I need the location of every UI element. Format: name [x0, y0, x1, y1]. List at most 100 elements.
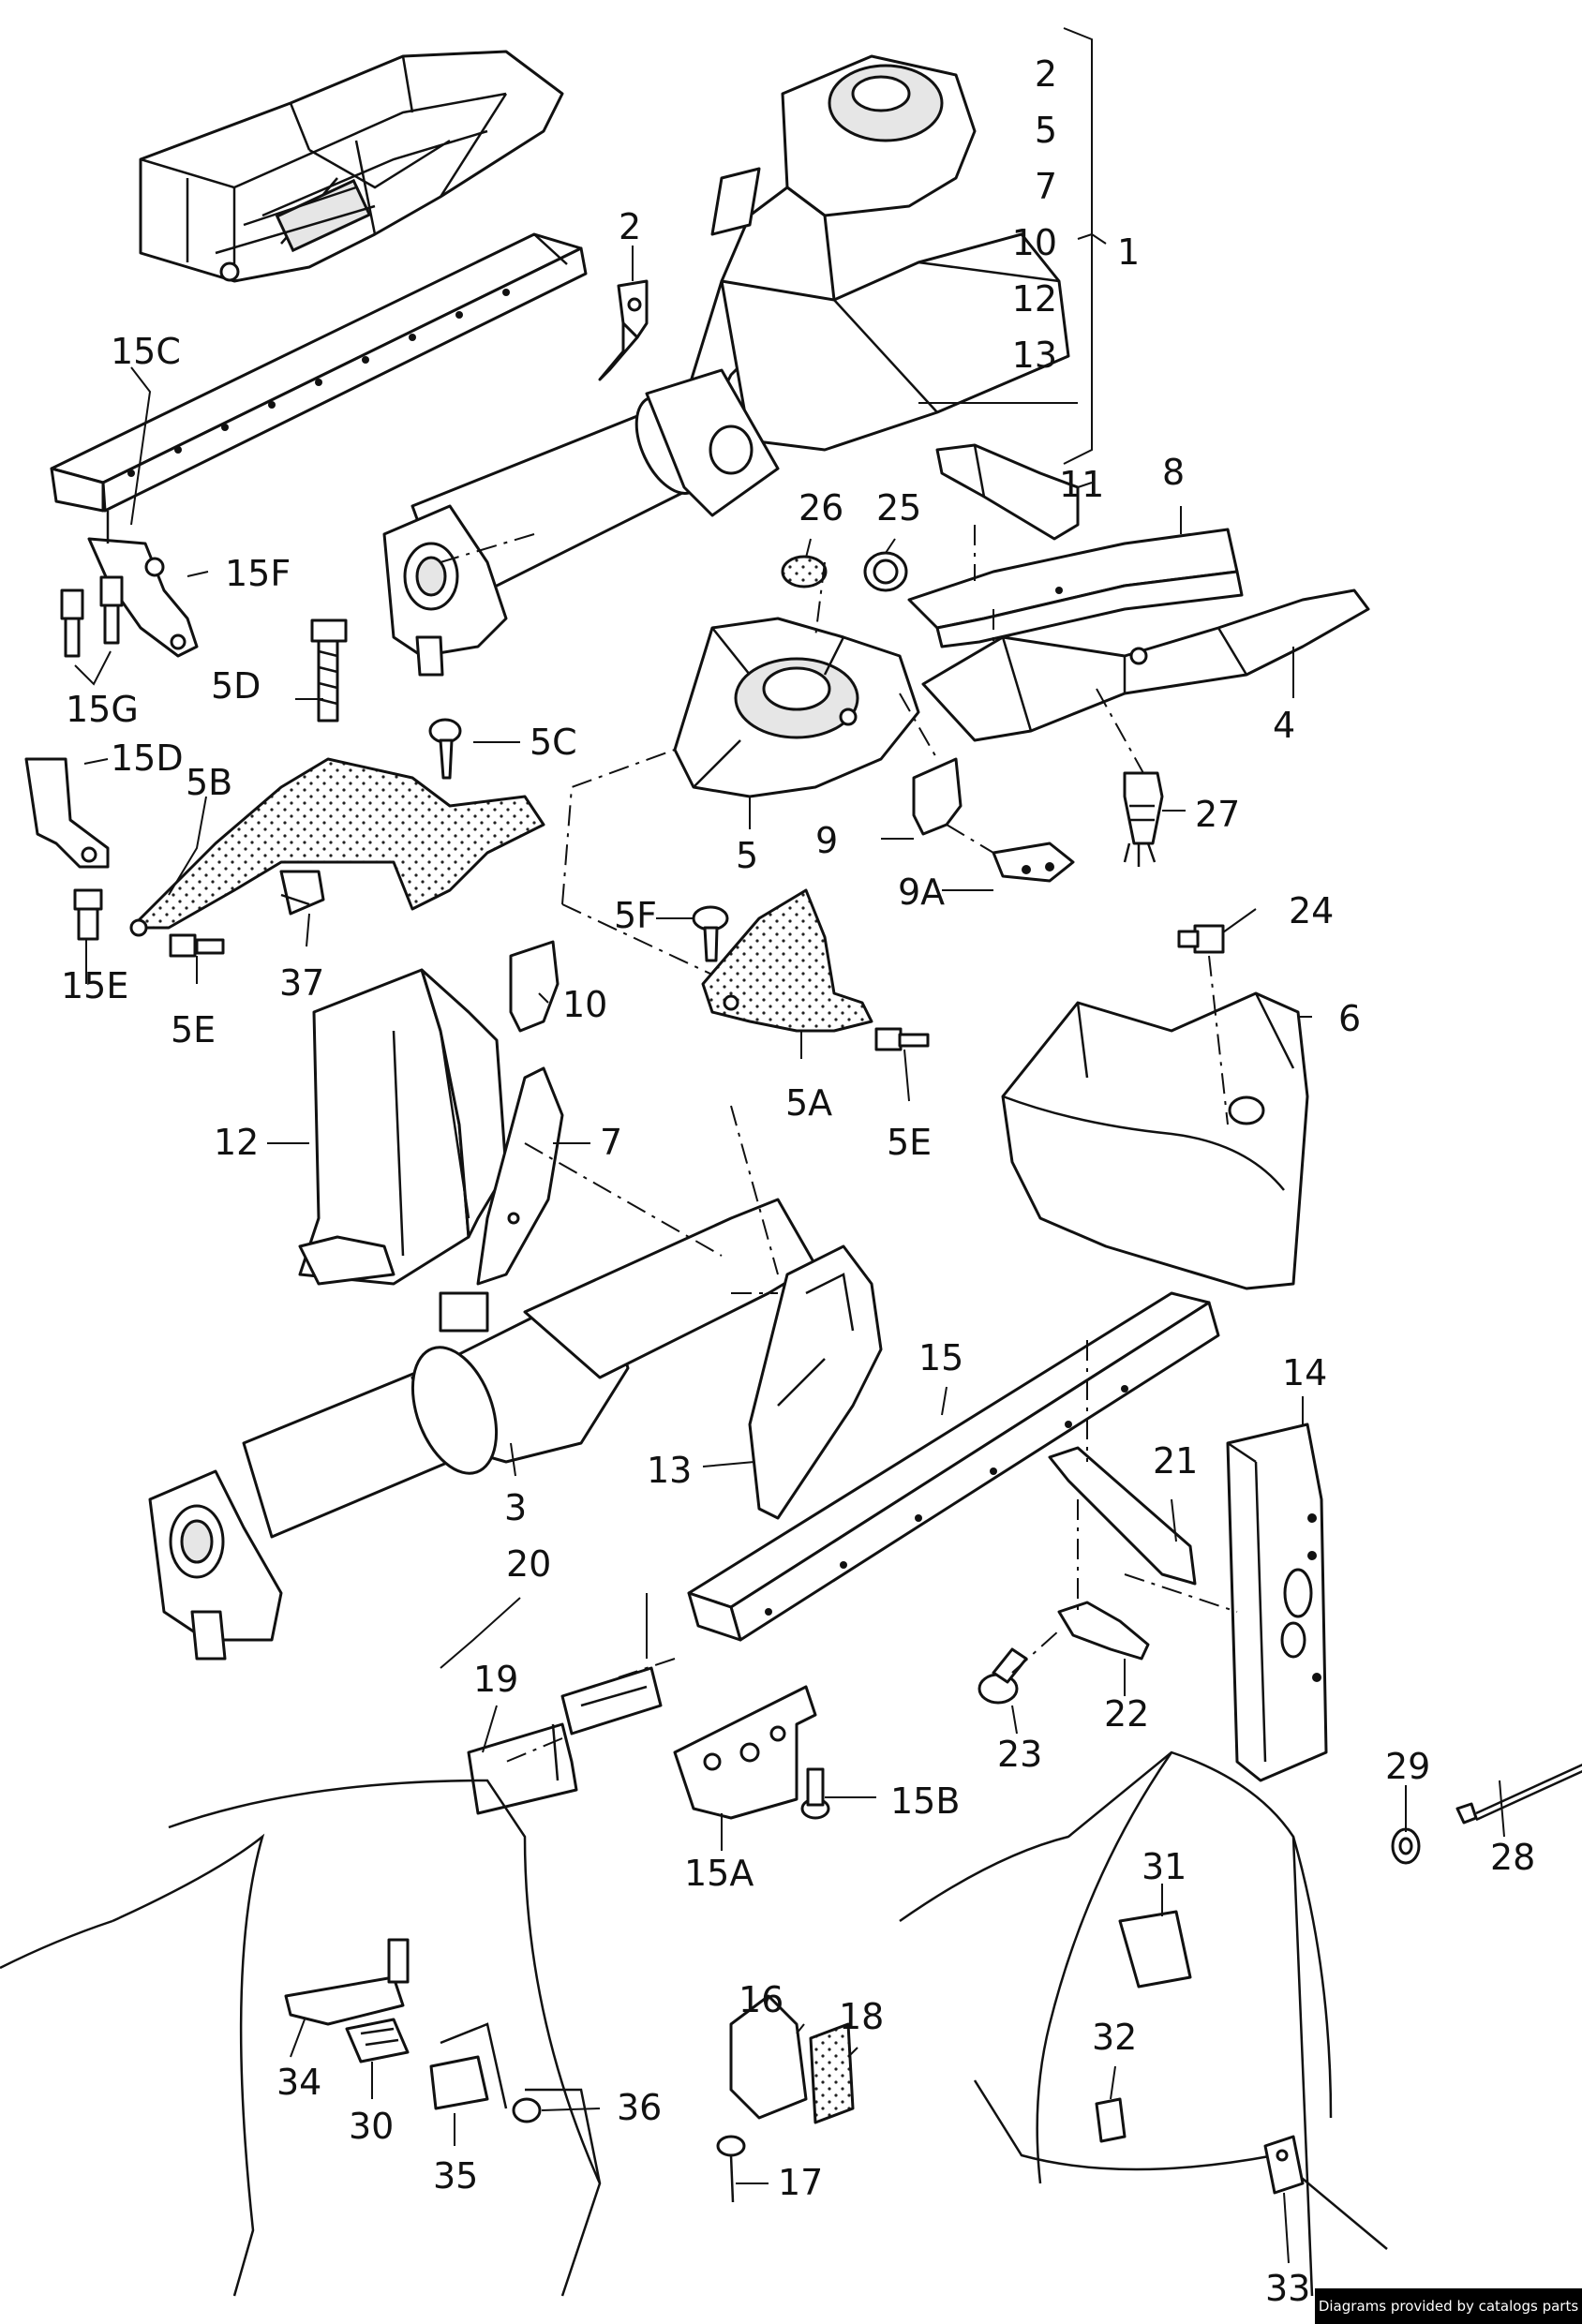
part-pad-18 — [809, 2022, 855, 2124]
part-clip-32 — [1095, 2097, 1127, 2143]
part-clip-37 — [279, 870, 325, 916]
callout-9a: 9A — [898, 872, 945, 913]
part-pillar-13 — [748, 1244, 883, 1520]
callout-17: 17 — [778, 2162, 823, 2203]
callout-19: 19 — [473, 1659, 518, 1700]
callout-37: 37 — [279, 962, 324, 1004]
part-strut-tower-5 — [673, 617, 920, 798]
callout-1: 1 — [1117, 231, 1140, 273]
callout-26: 26 — [798, 487, 843, 529]
callout-15f: 15F — [225, 553, 291, 594]
callout-labels: 2 5 7 10 12 13 1 2 15C 15F 15G 11 8 26 2… — [61, 53, 1535, 2309]
part-pillar-14 — [1226, 1423, 1328, 1782]
part-bolt-15b — [800, 1767, 830, 1820]
callout-31: 31 — [1142, 1846, 1186, 1887]
callout-15b: 15B — [890, 1780, 960, 1822]
callout-5b: 5B — [186, 762, 232, 803]
callout-6: 6 — [1338, 998, 1361, 1039]
part-pillar-12 — [298, 968, 508, 1286]
part-bracket-9a — [992, 842, 1075, 883]
credit-footer: Diagrams provided by catalogs parts — [1315, 2288, 1582, 2324]
callout-18: 18 — [839, 1996, 884, 2037]
part-wheelhouse-6 — [1001, 991, 1309, 1290]
callout-21: 21 — [1153, 1440, 1198, 1482]
part-block-16 — [729, 1994, 808, 2120]
callout-5e-left: 5E — [171, 1009, 216, 1050]
callout-24: 24 — [1289, 890, 1334, 931]
callout-34: 34 — [276, 2062, 321, 2103]
part-nut-15e — [73, 888, 103, 941]
callout-13-list: 13 — [1012, 335, 1057, 376]
callout-5a: 5A — [785, 1082, 832, 1124]
part-bracket-33 — [1263, 2135, 1305, 2195]
callout-5: 5 — [736, 835, 758, 876]
part-rivet-17 — [716, 2135, 746, 2203]
callout-5-list: 5 — [1035, 110, 1057, 151]
callout-15g: 15G — [66, 689, 139, 730]
part-bolts-15g — [60, 575, 124, 686]
callout-7-list: 7 — [1035, 166, 1057, 207]
callout-16: 16 — [739, 1979, 784, 2020]
callout-29: 29 — [1385, 1746, 1430, 1787]
callout-25: 25 — [876, 487, 921, 529]
part-stud-28 — [1455, 1763, 1582, 1825]
callout-11: 11 — [1059, 464, 1104, 505]
callout-30: 30 — [349, 2106, 394, 2147]
part-bracket-15d — [24, 757, 110, 869]
part-mount-30 — [345, 2018, 410, 2063]
part-bolt-23 — [978, 1647, 1028, 1705]
part-bolt-5e-right — [874, 1027, 930, 1051]
part-panel-4 — [921, 588, 1370, 742]
part-bracket-22 — [1057, 1601, 1150, 1661]
inset-left-panel — [0, 1779, 602, 2297]
part-sill-rail-15c — [50, 232, 588, 513]
callout-27: 27 — [1195, 794, 1240, 835]
callout-13: 13 — [647, 1450, 692, 1491]
part-shield-5b — [129, 757, 545, 937]
part-grommet-25 — [863, 551, 908, 592]
part-bracket-5a — [701, 888, 873, 1033]
part-bolt-5d — [310, 618, 348, 723]
callout-35: 35 — [433, 2155, 478, 2197]
callout-28: 28 — [1490, 1837, 1535, 1878]
part-sill-15 — [687, 1291, 1220, 1642]
part-plug-36 — [512, 2097, 542, 2123]
part-bolt-5e-left — [169, 933, 225, 958]
callout-36: 36 — [617, 2087, 662, 2128]
part-side-member-upper — [682, 54, 1070, 452]
part-trim-19 — [467, 1722, 578, 1815]
callout-12-list: 12 — [1012, 278, 1057, 320]
callout-2-list: 2 — [1035, 53, 1057, 95]
part-bracket-21 — [1048, 1446, 1197, 1586]
part-bracket-15a — [673, 1685, 817, 1820]
callout-10-list: 10 — [1012, 222, 1057, 263]
callout-2: 2 — [619, 206, 641, 247]
callout-33: 33 — [1265, 2268, 1310, 2309]
callout-15: 15 — [918, 1337, 963, 1378]
part-longitudinal-tube-upper — [382, 368, 780, 677]
part-washer-29 — [1391, 1827, 1421, 1865]
callout-4: 4 — [1273, 705, 1295, 746]
callout-22: 22 — [1104, 1693, 1149, 1735]
callout-5c: 5C — [530, 722, 577, 763]
part-reinforcement-7 — [476, 1066, 564, 1286]
leader-lines — [83, 27, 1505, 2264]
part-bracket-34 — [284, 1938, 410, 2026]
callout-10: 10 — [562, 984, 607, 1025]
part-bracket-35 — [429, 2055, 489, 2110]
part-bracket-2 — [598, 279, 649, 381]
inset-right-panel — [899, 1750, 1388, 2297]
part-trim-20 — [560, 1666, 663, 1736]
assembly-lines — [440, 525, 1238, 1763]
part-bracket-11 — [935, 443, 1080, 541]
callout-5d: 5D — [211, 665, 261, 707]
part-bracket-10 — [509, 940, 560, 1033]
vehicle-body-thumbnail — [139, 50, 564, 283]
callout-23: 23 — [997, 1734, 1042, 1775]
callout-15d: 15D — [111, 737, 184, 779]
callout-20: 20 — [506, 1543, 551, 1585]
callout-15c: 15C — [111, 331, 181, 372]
callout-15e: 15E — [61, 965, 128, 1006]
part-plug-26 — [781, 555, 828, 588]
